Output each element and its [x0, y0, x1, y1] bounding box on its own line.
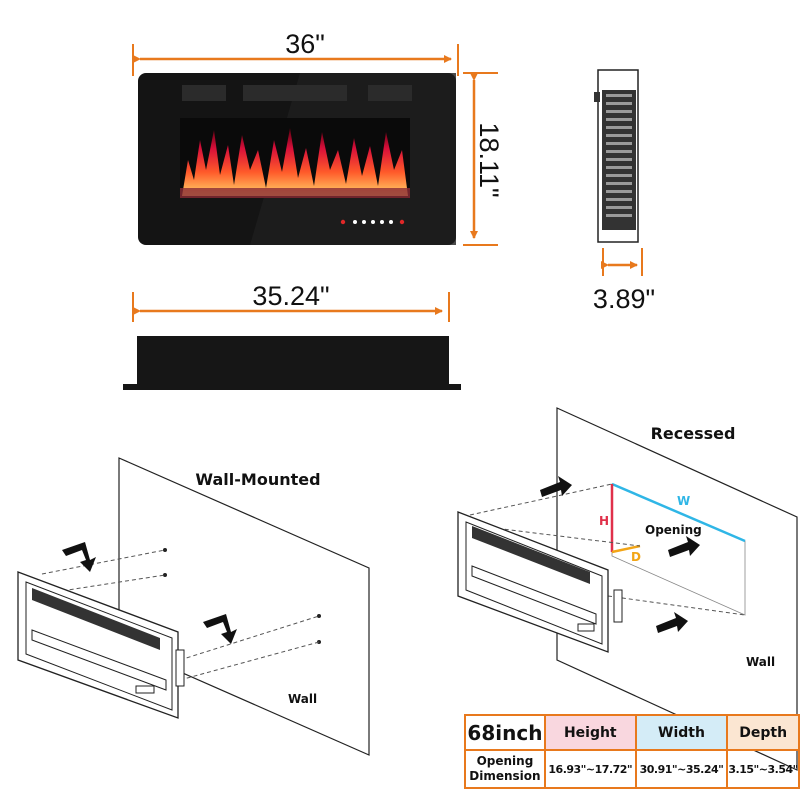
vent-center — [243, 85, 347, 101]
crystal-bed — [180, 188, 410, 198]
value-depth: 3.15"~3.54" — [726, 749, 800, 789]
wall-panel-left — [118, 457, 370, 756]
height-dimension-label: 18.11" — [474, 122, 504, 197]
header-depth: Depth — [726, 714, 800, 751]
vent-left — [182, 85, 226, 101]
depth-dimension-label: 3.89" — [593, 284, 655, 314]
fireplace-bottom-body — [137, 336, 449, 386]
depth-line — [611, 544, 641, 554]
recessed-caption: Recessed — [651, 424, 736, 443]
row-label-line2: Dimension — [469, 769, 541, 783]
mount-arrow-left — [62, 542, 96, 572]
opening-label: Opening — [645, 523, 702, 537]
header-height: Height — [543, 714, 637, 751]
mount-arrow-right — [203, 614, 237, 644]
opening-dimension-table: 68inch Height Width Depth Opening Dimens… — [464, 714, 800, 789]
push-arrow-middle — [668, 536, 700, 557]
row-label-cell: Opening Dimension — [464, 749, 546, 789]
row-label-line1: Opening — [476, 754, 534, 768]
value-width: 30.91"~35.24" — [634, 749, 729, 789]
front-view: 36" 18.11" — [132, 29, 504, 246]
push-arrow-bottom — [656, 612, 688, 633]
model-size-cell: 68inch — [464, 714, 546, 751]
fireplace-insert-right — [457, 511, 623, 653]
h-letter: H — [599, 514, 609, 528]
wall-label-left: Wall — [288, 692, 317, 706]
width-line — [611, 482, 746, 543]
header-width: Width — [634, 714, 729, 751]
flames — [182, 128, 408, 196]
fireplace-insert-left — [17, 571, 185, 719]
wall-label-right: Wall — [746, 655, 775, 669]
mounting-flange — [123, 384, 461, 390]
table-header-row: 68inch Height Width Depth — [464, 714, 800, 751]
bottom-width-dimension-label: 35.24" — [252, 281, 329, 311]
width-dimension-label: 36" — [285, 29, 325, 59]
w-letter: W — [677, 494, 690, 508]
bottom-view: 35.24" — [123, 281, 461, 390]
d-letter: D — [631, 550, 641, 564]
table-value-row: Opening Dimension 16.93"~17.72" 30.91"~3… — [464, 749, 800, 789]
wall-mounted-caption: Wall-Mounted — [195, 470, 320, 489]
vent-right — [368, 85, 412, 101]
push-arrow-top — [540, 476, 572, 497]
mounting-screws — [163, 548, 321, 644]
value-height: 16.93"~17.72" — [543, 749, 637, 789]
wall-mounted-diagram: Wall-Mounted Wall — [17, 457, 370, 756]
side-view: 3.89" — [593, 69, 655, 314]
control-panel — [340, 219, 405, 225]
